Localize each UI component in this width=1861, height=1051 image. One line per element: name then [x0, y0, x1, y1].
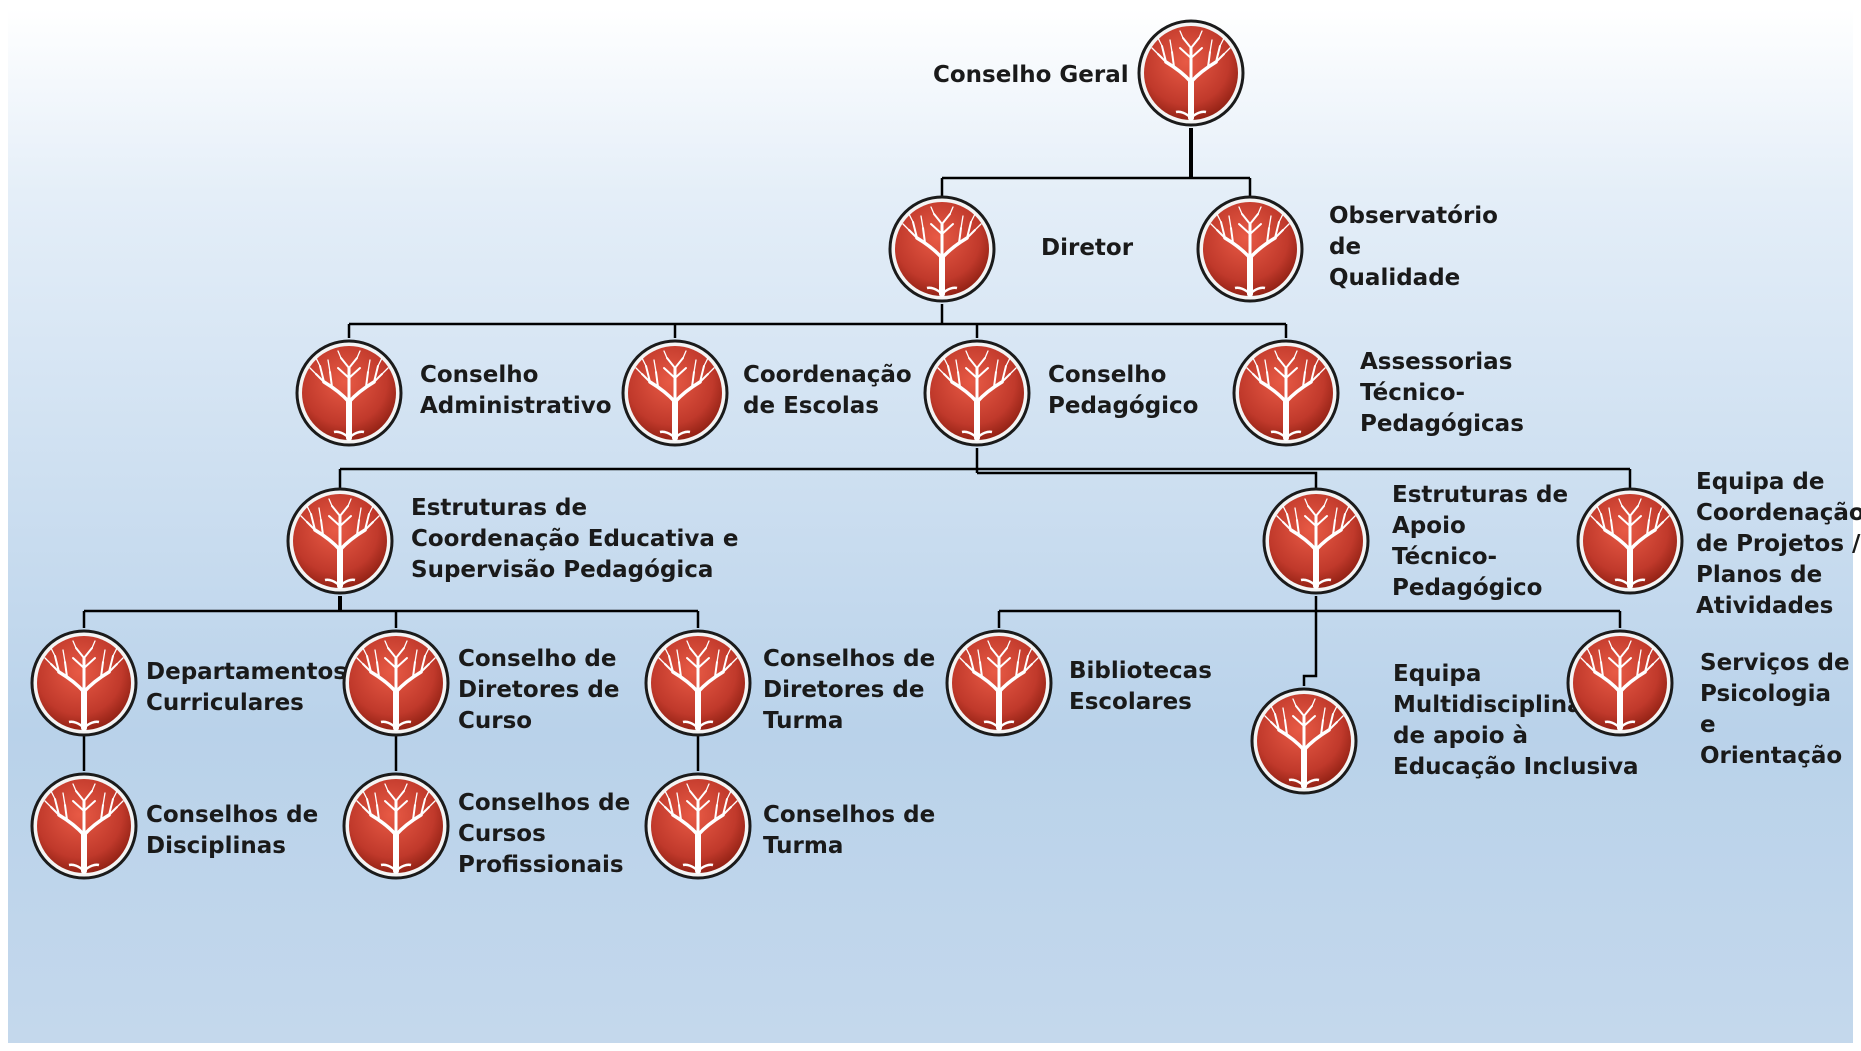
node-conselho-administrativo: [294, 338, 404, 448]
tree-icon: [30, 629, 138, 737]
node-departamentos: [29, 628, 139, 738]
node-estruturas-coordenacao: [285, 486, 395, 596]
node-observatorio: [1195, 194, 1305, 304]
label-departamentos: Departamentos Curriculares: [146, 659, 347, 716]
tree-icon: [1250, 687, 1358, 795]
tree-icon: [30, 772, 138, 880]
tree-icon: [644, 772, 752, 880]
node-conselho-geral: [1136, 18, 1246, 128]
tree-icon: [621, 339, 729, 447]
node-diretor: [887, 194, 997, 304]
label-conselhos-disciplinas: Conselhos de Disciplinas: [146, 802, 319, 859]
tree-icon: [342, 772, 450, 880]
node-estruturas-apoio: [1261, 486, 1371, 596]
node-coordenacao-escolas: [620, 338, 730, 448]
label-conselho-pedagogico: Conselho Pedagógico: [1048, 362, 1199, 419]
tree-icon: [1576, 487, 1684, 595]
node-conselhos-disciplinas: [29, 771, 139, 881]
label-bibliotecas: Bibliotecas Escolares: [1069, 658, 1212, 715]
tree-icon: [1232, 339, 1340, 447]
node-equipa-multidisciplinar: [1249, 686, 1359, 796]
tree-icon: [342, 629, 450, 737]
tree-icon: [1137, 19, 1245, 127]
tree-icon: [1262, 487, 1370, 595]
label-diretor: Diretor: [1041, 235, 1134, 261]
connector-lines: [82, 128, 1632, 771]
node-conselho-pedagogico: [922, 338, 1032, 448]
node-conselhos-diretores-turma: [643, 628, 753, 738]
tree-icon: [286, 487, 394, 595]
node-conselhos-cursos-profissionais: [341, 771, 451, 881]
tree-icon: [945, 629, 1053, 737]
label-conselho-administrativo: Conselho Administrativo: [420, 362, 612, 419]
node-conselhos-turma: [643, 771, 753, 881]
label-coordenacao-escolas: Coordenação de Escolas: [743, 362, 912, 419]
label-servicos-psicologia: Serviços de Psicologia e Orientação: [1700, 650, 1850, 769]
node-assessorias: [1231, 338, 1341, 448]
node-bibliotecas: [944, 628, 1054, 738]
label-conselho-geral: Conselho Geral: [933, 62, 1129, 88]
label-conselhos-diretores-turma: Conselhos de Diretores de Turma: [763, 646, 936, 734]
node-equipa-coordenacao: [1575, 486, 1685, 596]
tree-icon: [295, 339, 403, 447]
label-assessorias: Assessorias Técnico- Pedagógicas: [1360, 349, 1524, 437]
label-equipa-multidisciplinar: Equipa Multidisciplinar de apoio à Educa…: [1393, 661, 1639, 780]
tree-icon: [1566, 629, 1674, 737]
label-equipa-coordenacao: Equipa de Coordenação de Projetos / Plan…: [1696, 469, 1861, 619]
label-conselho-diretores-curso: Conselho de Diretores de Curso: [458, 646, 620, 734]
label-conselhos-cursos-profissionais: Conselhos de Cursos Profissionais: [458, 790, 631, 878]
tree-icon: [1196, 195, 1304, 303]
node-conselho-diretores-curso: [341, 628, 451, 738]
tree-icon: [888, 195, 996, 303]
tree-icon: [644, 629, 752, 737]
node-servicos-psicologia: [1565, 628, 1675, 738]
label-estruturas-apoio: Estruturas de Apoio Técnico- Pedagógico: [1392, 482, 1569, 601]
tree-icon: [923, 339, 1031, 447]
label-conselhos-turma: Conselhos de Turma: [763, 802, 936, 859]
org-chart: Conselho Geral Diretor Observatório de Q…: [8, 8, 1861, 1043]
label-observatorio: Observatório de Qualidade: [1329, 203, 1498, 291]
label-estruturas-coordenacao: Estruturas de Coordenação Educativa e Su…: [411, 495, 739, 583]
